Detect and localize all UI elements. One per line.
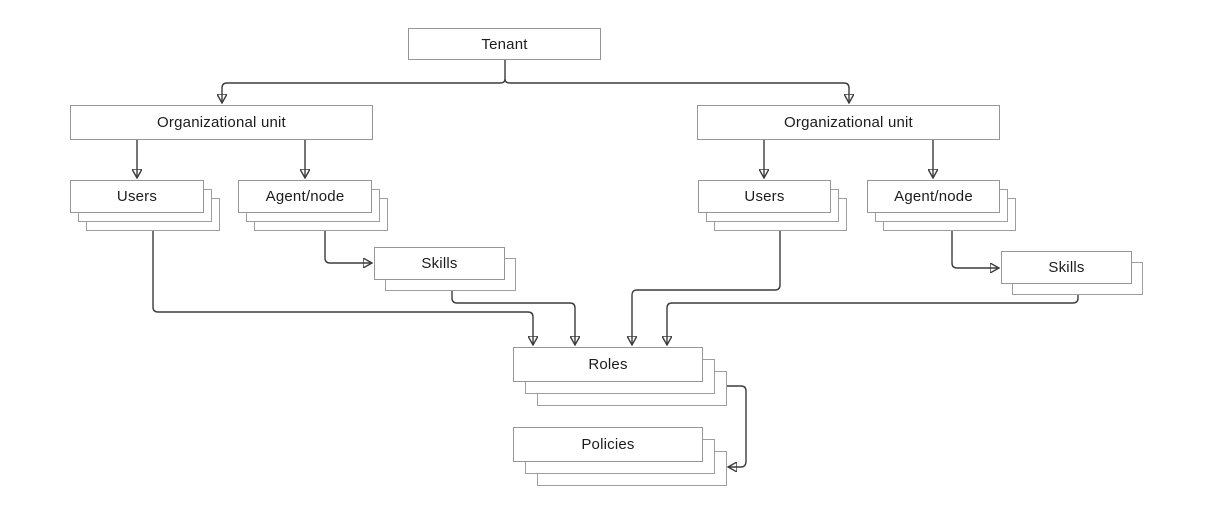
node-users-left: Users xyxy=(70,180,220,231)
edge-agent-right-skills-right xyxy=(951,231,999,268)
edge-skills-left-roles xyxy=(451,291,575,345)
node-roles: Roles xyxy=(513,347,727,406)
node-tenant-label: Tenant xyxy=(481,35,528,53)
node-agent-node-left: Agent/node xyxy=(238,180,388,231)
node-users-right: Users xyxy=(698,180,847,231)
node-agent-node-right: Agent/node xyxy=(867,180,1016,231)
edge-roles-policies xyxy=(727,385,747,467)
node-organizational-unit-right-label: Organizational unit xyxy=(784,114,913,131)
node-organizational-unit-right: Organizational unit xyxy=(697,105,1000,140)
node-policies-label: Policies xyxy=(581,436,635,453)
node-agent-node-left-label: Agent/node xyxy=(265,188,345,205)
edge-tenant-ou-left xyxy=(222,60,506,103)
node-skills-right-label: Skills xyxy=(1048,259,1085,276)
edge-tenant-ou-right xyxy=(504,78,849,103)
edge-agent-left-skills-left xyxy=(324,231,372,263)
node-skills-left-label: Skills xyxy=(421,255,458,272)
node-roles-label: Roles xyxy=(588,356,628,373)
node-organizational-unit-left: Organizational unit xyxy=(70,105,373,140)
node-users-left-label: Users xyxy=(116,188,158,205)
node-tenant: Tenant xyxy=(408,28,601,60)
node-agent-node-right-label: Agent/node xyxy=(894,188,973,205)
node-policies: Policies xyxy=(513,427,727,486)
node-skills-left: Skills xyxy=(374,247,516,291)
node-organizational-unit-left-label: Organizational unit xyxy=(157,114,286,131)
node-skills-right: Skills xyxy=(1001,251,1143,295)
edge-users-right-roles xyxy=(632,231,781,345)
node-users-right-label: Users xyxy=(744,188,785,205)
edge-skills-right-roles xyxy=(667,295,1079,345)
